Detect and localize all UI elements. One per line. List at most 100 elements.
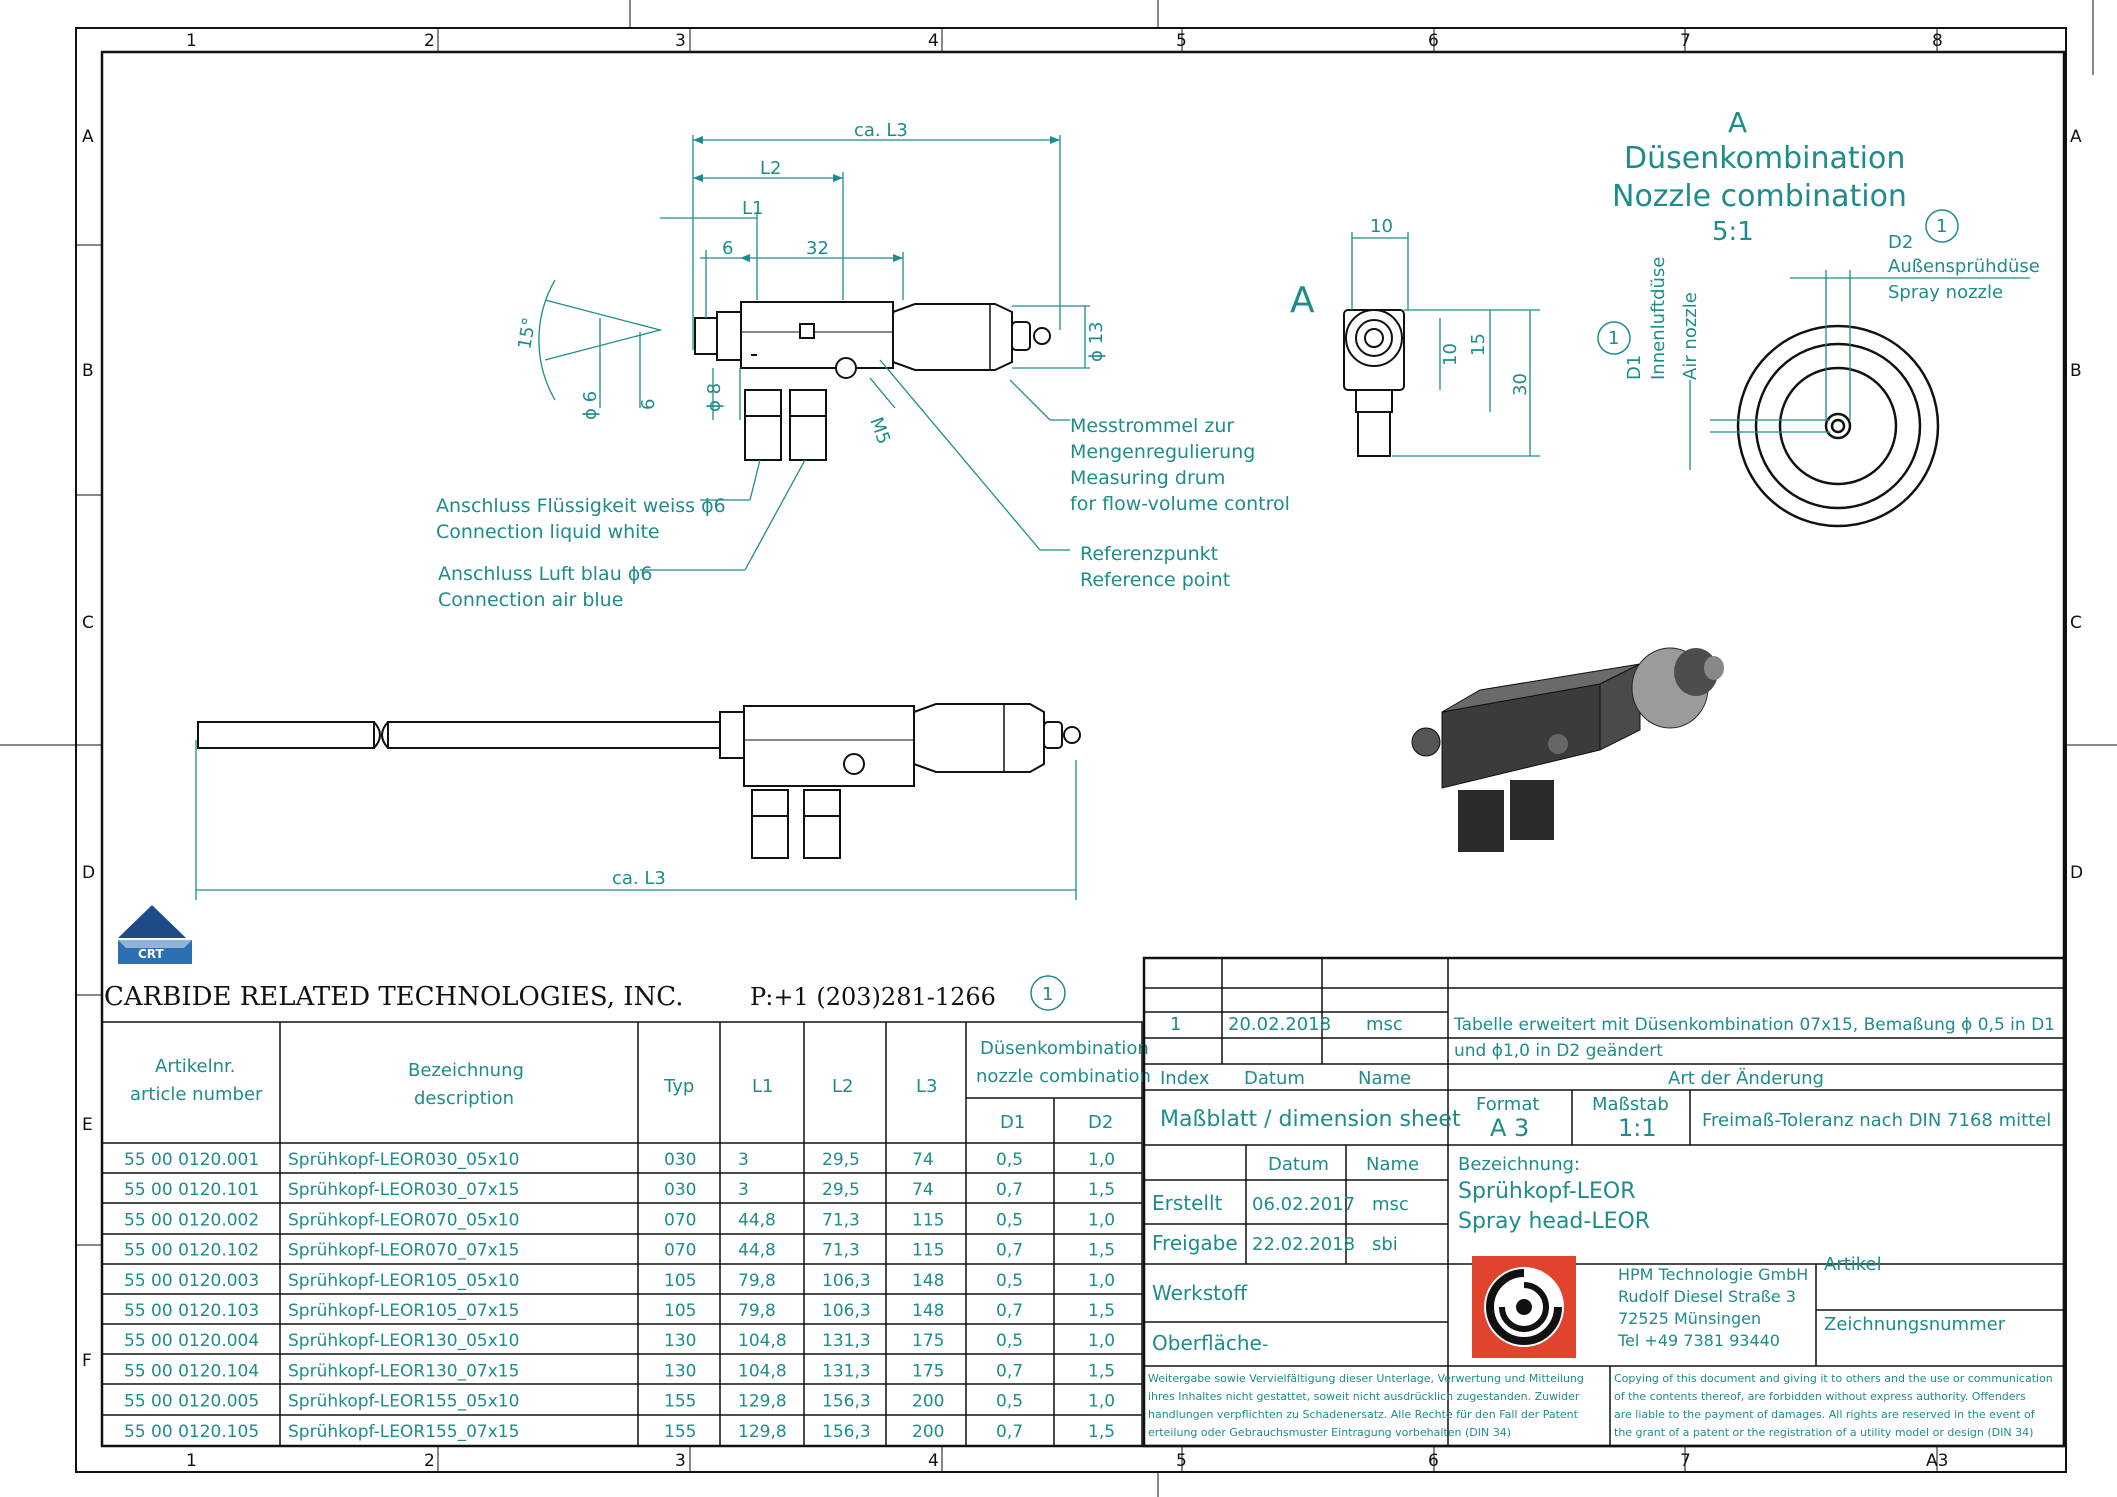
row-label-b-right: B — [2070, 361, 2082, 381]
cell-l1: 129,8 — [738, 1422, 787, 1442]
cell-d1: 0,5 — [996, 1271, 1023, 1291]
col-label-2: 2 — [424, 31, 435, 51]
cell-typ: 105 — [664, 1271, 696, 1291]
dim-ca-l3: ca. L3 — [854, 120, 908, 141]
bcol-label-8: A3 — [1926, 1451, 1948, 1471]
cell-desc: Sprühkopf-LEOR130_07x15 — [288, 1361, 519, 1381]
detail-outer-en: Spray nozzle — [1888, 282, 2003, 303]
cell-l1: 44,8 — [738, 1210, 776, 1230]
bcol-label-6: 6 — [1428, 1451, 1439, 1471]
cell-l2: 106,3 — [822, 1271, 871, 1291]
col-label-4: 4 — [928, 31, 939, 51]
release-label: Freigabe — [1152, 1231, 1238, 1255]
rev-mark-text-3: 1 — [1042, 984, 1053, 1005]
side-dim-10: 10 — [1370, 216, 1393, 237]
dimension-arrowheads — [693, 136, 1060, 262]
callout-ref-en: Reference point — [1080, 569, 1230, 591]
cell-l1: 3 — [738, 1180, 749, 1200]
cell-desc: Sprühkopf-LEOR155_05x10 — [288, 1392, 519, 1412]
cell-article: 55 00 0120.102 — [124, 1241, 259, 1261]
bcol-label-5: 5 — [1176, 1451, 1187, 1471]
cell-desc: Sprühkopf-LEOR030_07x15 — [288, 1180, 519, 1200]
cell-l2: 131,3 — [822, 1361, 871, 1381]
release-name: sbi — [1372, 1234, 1398, 1255]
cell-l1: 104,8 — [738, 1331, 787, 1351]
cell-article: 55 00 0120.101 — [124, 1180, 259, 1200]
detail-d2: D2 — [1888, 232, 1913, 253]
cell-d2: 1,0 — [1088, 1210, 1115, 1230]
cell-desc: Sprühkopf-LEOR155_07x15 — [288, 1422, 519, 1442]
cell-typ: 030 — [664, 1150, 696, 1170]
cell-d1: 0,7 — [996, 1422, 1023, 1442]
artikel-label: Artikel — [1824, 1254, 1882, 1275]
cell-l2: 156,3 — [822, 1422, 871, 1442]
scale-label: Maßstab — [1592, 1094, 1669, 1115]
legal-de-1: Weitergabe sowie Vervielfältigung dieser… — [1148, 1372, 1584, 1385]
company-line-3: 72525 Münsingen — [1618, 1309, 1761, 1328]
created-label: Erstellt — [1152, 1191, 1223, 1215]
cell-desc: Sprühkopf-LEOR030_05x10 — [288, 1150, 519, 1170]
outer-border — [75, 27, 2067, 1473]
callout-measuring-en2: for flow-volume control — [1070, 493, 1290, 515]
cell-l1: 44,8 — [738, 1241, 776, 1261]
cell-desc: Sprühkopf-LEOR070_05x10 — [288, 1210, 519, 1230]
col-label-5: 5 — [1176, 31, 1187, 51]
surface-label: Oberfläche — [1152, 1331, 1262, 1355]
th-l2: L2 — [832, 1076, 853, 1097]
cell-l2: 71,3 — [822, 1241, 860, 1261]
bez-en: Spray head-LEOR — [1458, 1209, 1650, 1234]
cell-l3: 74 — [912, 1150, 934, 1170]
th-d2: D2 — [1088, 1112, 1113, 1133]
th-desc-en: description — [414, 1088, 514, 1109]
cell-d2: 1,0 — [1088, 1392, 1115, 1412]
detail-d1: D1 — [1624, 355, 1645, 380]
format-label: Format — [1476, 1094, 1539, 1115]
rev-mark-circle-2 — [1597, 321, 1631, 355]
row-label-b: B — [82, 361, 94, 381]
row-label-c: C — [82, 613, 94, 633]
name-col: Name — [1366, 1154, 1419, 1175]
company-phone: P:+1 (203)281-1266 — [750, 983, 996, 1011]
rev-text-1: Tabelle erweitert mit Düsenkombination 0… — [1453, 1015, 2055, 1035]
surface-value: - — [1262, 1334, 1269, 1355]
column-ticks-top — [76, 28, 2066, 1472]
cell-l3: 74 — [912, 1180, 934, 1200]
cell-l3: 200 — [912, 1392, 944, 1412]
cell-d2: 1,5 — [1088, 1301, 1115, 1321]
cell-article: 55 00 0120.104 — [124, 1361, 259, 1381]
rev-mark-text-2: 1 — [1608, 328, 1619, 349]
legal-en-1: Copying of this document and giving it t… — [1614, 1372, 2053, 1385]
cell-desc: Sprühkopf-LEOR130_05x10 — [288, 1331, 519, 1351]
cell-l3: 200 — [912, 1422, 944, 1442]
material-label: Werkstoff — [1152, 1281, 1248, 1305]
company-line-4: Tel +49 7381 93440 — [1617, 1331, 1780, 1350]
callout-measuring-de2: Mengenregulierung — [1070, 441, 1255, 463]
bcol-label-7: 7 — [1680, 1451, 1691, 1471]
spray-head-top-view — [694, 301, 1051, 461]
dim-32: 32 — [806, 238, 829, 259]
side-dim-30: 30 — [1510, 373, 1531, 396]
bcol-label-2: 2 — [424, 1451, 435, 1471]
dim-6: 6 — [722, 238, 733, 259]
change-label: Art der Änderung — [1668, 1068, 1824, 1089]
row-label-a: A — [82, 127, 94, 147]
format-value: A 3 — [1490, 1114, 1529, 1142]
cell-d1: 0,5 — [996, 1210, 1023, 1230]
th-nozzle-en: nozzle combination — [976, 1066, 1151, 1087]
cell-d2: 1,0 — [1088, 1271, 1115, 1291]
article-table-grid — [101, 1021, 1143, 1447]
cell-article: 55 00 0120.005 — [124, 1392, 259, 1412]
th-l3: L3 — [916, 1076, 937, 1097]
legal-de-4: erteilung oder Gebrauchsmuster Eintragun… — [1148, 1426, 1511, 1439]
cell-typ: 105 — [664, 1301, 696, 1321]
cell-article: 55 00 0120.105 — [124, 1422, 259, 1442]
long-view-dims — [195, 740, 1077, 900]
top-view-dimensions — [538, 135, 1090, 571]
row-label-d-right: D — [2070, 863, 2083, 883]
cell-d1: 0,7 — [996, 1301, 1023, 1321]
cell-d1: 0,7 — [996, 1361, 1023, 1381]
cell-l2: 29,5 — [822, 1150, 860, 1170]
cell-article: 55 00 0120.002 — [124, 1210, 259, 1230]
cell-l2: 71,3 — [822, 1210, 860, 1230]
